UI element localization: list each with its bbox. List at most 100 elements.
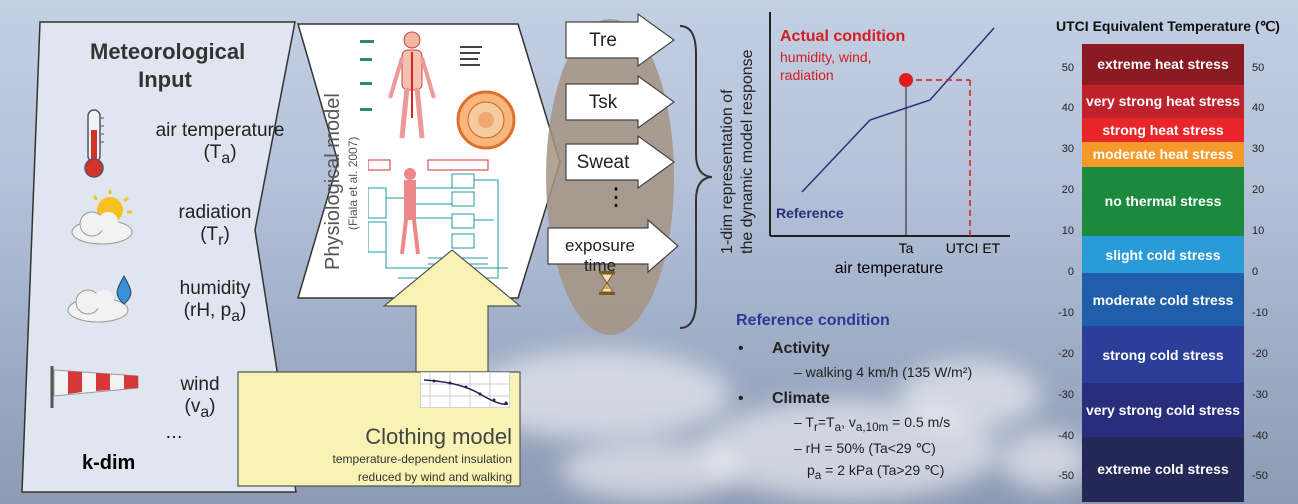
utci-tick-right: 20	[1252, 184, 1265, 197]
utci-tick-left: 20	[1061, 184, 1074, 197]
output-dots: ⋮	[604, 184, 628, 211]
utci-ticks-left: 50 40 30 20 10 0 -10 -20 -30 -40 -50	[1044, 44, 1076, 502]
hourglass-icon	[599, 271, 615, 295]
utci-tick-right: -40	[1252, 429, 1268, 442]
climate-p: p	[807, 462, 815, 478]
met-item-air-temperature: air temperature (Ta)	[155, 120, 285, 167]
ref-activity-label: Activity	[772, 340, 830, 357]
raindrop-cloud-icon	[67, 274, 132, 323]
utci-tick-right: -10	[1252, 306, 1268, 319]
response-x-label: air temperature	[834, 260, 944, 277]
utci-tick-left: -40	[1058, 429, 1074, 442]
utci-tick-left: -20	[1058, 347, 1074, 360]
reference-curve-label: Reference	[776, 205, 844, 221]
utci-tick-left: -30	[1058, 388, 1074, 401]
utci-band-very-strong-cold-stress: very strong cold stress	[1082, 383, 1244, 437]
utci-tick-right: 50	[1252, 61, 1265, 74]
utci-band-no-thermal-stress: no thermal stress	[1082, 166, 1244, 237]
utci-tick-left: 40	[1061, 102, 1074, 115]
output-label-sweat: Sweat	[576, 152, 630, 173]
utci-tick-left: 10	[1061, 225, 1074, 238]
x-tick-utci-et: UTCI ET	[945, 240, 1001, 256]
clothing-insulation-curve	[420, 372, 510, 408]
met-item-subscript: a	[200, 403, 210, 421]
bullet-activity: •	[738, 340, 744, 357]
utci-band-strong-heat-stress: strong heat stress	[1082, 117, 1244, 143]
met-item-radiation: radiation (Tr)	[178, 202, 252, 249]
met-item-symbol: v	[190, 396, 201, 417]
met-item-wind: wind (va)	[180, 374, 220, 421]
utci-tick-left: 50	[1061, 61, 1074, 74]
utci-band-extreme-heat-stress: extreme heat stress	[1082, 44, 1244, 85]
response-chart-vlabel: 1-dim representation of the dynamic mode…	[718, 49, 758, 254]
utci-tick-left: -50	[1058, 470, 1074, 483]
response-chart	[769, 12, 1010, 237]
met-item-symbol: rH, p	[190, 300, 232, 321]
met-item-subscript: r	[218, 231, 224, 249]
climate-t-sub-r: r	[813, 420, 818, 434]
clothing-model-title: Clothing model	[365, 424, 512, 449]
climate-eq-t: =T	[817, 414, 835, 430]
x-tick-ta: Ta	[898, 240, 914, 256]
bullet-climate: •	[738, 390, 744, 407]
output-label-tsk: Tsk	[588, 92, 618, 113]
utci-tick-left: -10	[1058, 306, 1074, 319]
sun-cloud-icon	[71, 190, 133, 245]
ref-condition-title: Reference condition	[736, 312, 890, 329]
met-item-subscript: a	[231, 307, 240, 325]
body-anatomy-figure	[360, 31, 516, 150]
output-label-tre: Tre	[589, 30, 617, 51]
utci-band-extreme-cold-stress: extreme cold stress	[1082, 436, 1244, 502]
utci-tick-right: 40	[1252, 102, 1265, 115]
actual-condition-title: Actual condition	[780, 28, 906, 45]
actual-sub-line1: humidity, wind,	[780, 49, 872, 65]
utci-band-moderate-heat-stress: moderate heat stress	[1082, 142, 1244, 167]
climate-t-prefix: – T	[794, 414, 814, 430]
actual-condition-marker	[899, 73, 913, 87]
utci-tick-right: -20	[1252, 347, 1268, 360]
met-item-label: radiation	[178, 202, 252, 223]
met-item-symbol: T	[206, 224, 219, 245]
clothing-desc-line1: temperature-dependent insulation	[332, 452, 512, 466]
output-label-exposure-time: exposure time	[565, 236, 635, 275]
utci-tick-left: 0	[1067, 266, 1074, 278]
utci-tick-right: 10	[1252, 225, 1265, 238]
ref-climate-line1: – Tr=Ta, va,10m = 0.5 m/s	[794, 414, 950, 434]
climate-v-sub: a,10m	[855, 420, 889, 434]
climate-t-sub-a: a	[834, 420, 842, 434]
utci-tick-right: -30	[1252, 388, 1268, 401]
utci-band-very-strong-heat-stress: very strong heat stress	[1082, 84, 1244, 118]
response-vlabel-line2: the dynamic model response	[739, 49, 756, 254]
met-item-label: wind	[180, 374, 220, 395]
climate-p-value: = 2 kPa (Ta>29 ℃)	[821, 462, 945, 478]
met-item-humidity: humidity (rH, pa)	[179, 278, 251, 325]
response-vlabel-line1: 1-dim representation of	[719, 89, 736, 254]
met-input-title: Meteorological Input	[90, 39, 246, 92]
reference-curve	[801, 27, 995, 193]
curly-brace	[679, 25, 713, 329]
actual-sub-line2: radiation	[780, 67, 834, 83]
kdim-label: k-dim	[82, 452, 136, 474]
thermometer-icon	[84, 109, 104, 178]
climate-v: , v	[841, 414, 856, 430]
output-arrows	[547, 12, 679, 274]
utci-scale-title: UTCI Equivalent Temperature (℃)	[1056, 18, 1280, 34]
actual-condition-sub: humidity, wind, radiation	[780, 48, 872, 84]
met-item-symbol: T	[209, 142, 222, 163]
ref-climate-line2: – rH = 50% (Ta<29 ℃)	[794, 440, 936, 456]
clothing-desc-line2: reduced by wind and walking	[357, 470, 512, 484]
climate-v-value: = 0.5 m/s	[888, 414, 951, 430]
utci-band-strong-cold-stress: strong cold stress	[1082, 326, 1244, 384]
utci-tick-right: 30	[1252, 143, 1265, 156]
ref-climate-line3: pa = 2 kPa (Ta>29 ℃)	[807, 462, 944, 482]
utci-band-moderate-cold-stress: moderate cold stress	[1082, 273, 1244, 327]
met-item-label: air temperature	[155, 120, 285, 141]
utci-band-slight-cold-stress: slight cold stress	[1082, 236, 1244, 273]
utci-tick-right: 0	[1252, 266, 1259, 278]
utci-tick-left: 30	[1061, 143, 1074, 156]
ellipsis-text: …	[165, 422, 183, 442]
met-item-label: humidity	[179, 278, 251, 299]
ref-climate-label: Climate	[772, 390, 830, 407]
